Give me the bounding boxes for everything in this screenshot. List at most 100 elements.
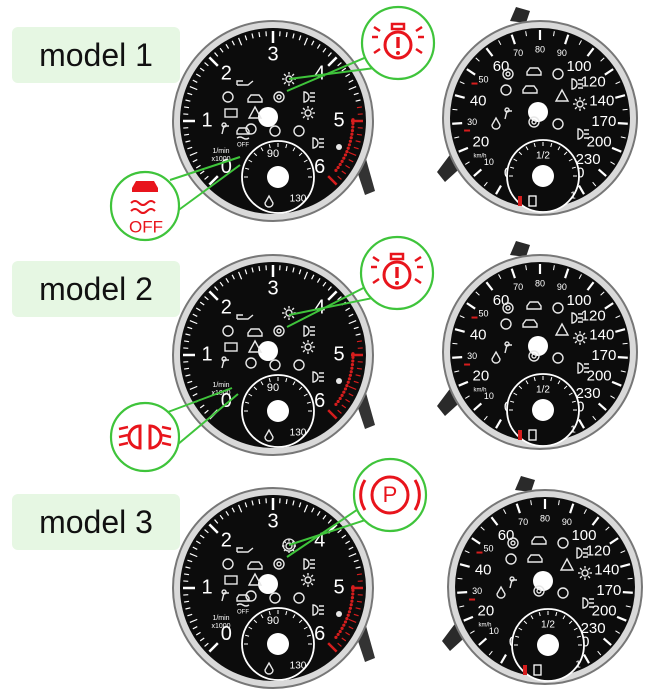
tick-mark — [285, 32, 288, 38]
speed-number: 50 — [478, 75, 488, 85]
callout-line — [286, 286, 366, 328]
tick-mark — [238, 37, 243, 46]
tacho-number: 3 — [267, 43, 278, 65]
tick-mark — [510, 268, 516, 279]
tick-mark — [348, 159, 354, 163]
sun-icon — [283, 73, 287, 77]
speed-number: 170 — [591, 347, 616, 364]
tick-mark — [337, 529, 342, 534]
tick-mark — [550, 143, 553, 148]
redline-dot — [347, 143, 351, 147]
tick-mark — [189, 320, 198, 325]
redline-dot — [347, 610, 351, 614]
seatbelt-icon — [221, 122, 229, 135]
tick-mark — [185, 99, 191, 102]
sun-icon — [582, 106, 586, 110]
tick-mark — [268, 611, 271, 616]
indicator-icon — [500, 84, 512, 96]
fuel-red-mark — [523, 665, 527, 675]
tick-mark — [322, 47, 327, 53]
indicator-icon — [245, 590, 257, 602]
tick-mark — [553, 31, 555, 37]
tick-mark — [292, 614, 296, 619]
speed-number: 90 — [562, 517, 572, 527]
tick-mark — [525, 380, 529, 385]
tick-mark — [195, 73, 201, 78]
redline-dot — [342, 156, 346, 160]
tick-mark — [231, 507, 235, 513]
tick-mark — [292, 500, 295, 506]
indicator-icon — [505, 71, 511, 77]
tick-mark — [353, 92, 359, 96]
tick-mark — [187, 146, 193, 150]
indicator-icon — [552, 118, 564, 130]
tick-mark — [184, 600, 190, 603]
tick-mark — [616, 615, 627, 622]
indicator-icon — [245, 123, 257, 135]
tick-mark — [185, 374, 191, 377]
redline-dot — [351, 121, 355, 125]
indicator-icon — [293, 359, 305, 371]
tick-mark — [195, 164, 201, 169]
tick-mark — [348, 86, 357, 91]
tick-mark — [356, 367, 362, 370]
esc-off-small-label: OFF — [237, 610, 249, 616]
tick-mark — [260, 381, 264, 386]
tick-mark — [555, 612, 558, 617]
tick-mark — [558, 500, 560, 506]
tick-mark — [475, 57, 480, 62]
fuel-half-label: 1/2 — [541, 620, 555, 631]
tick-mark — [258, 499, 261, 505]
tick-mark — [298, 269, 302, 275]
tick-mark — [208, 523, 219, 534]
speed-number: 90 — [557, 48, 567, 58]
sun-icon — [310, 349, 314, 353]
tick-mark — [337, 409, 342, 414]
tick-mark — [530, 500, 532, 506]
indicator-icon — [293, 125, 305, 137]
redline-dot — [346, 146, 350, 150]
tick-mark — [615, 328, 626, 333]
tacho-number: 2 — [221, 530, 232, 552]
tick-mark — [327, 519, 332, 524]
sun-icon — [576, 334, 584, 342]
indicator-icon — [264, 194, 274, 208]
indicator-icon — [273, 325, 285, 337]
indicator-icon — [269, 359, 281, 371]
brake-warning-icon — [395, 281, 399, 285]
tick-mark — [510, 166, 515, 169]
sun-icon — [302, 107, 306, 111]
tick-mark — [353, 559, 359, 563]
tick-mark — [345, 164, 351, 169]
tick-mark — [292, 147, 296, 152]
headlight-icon — [303, 325, 315, 337]
sun-icon — [304, 109, 312, 117]
brake-warning-icon — [383, 30, 413, 60]
indicator-icon — [510, 540, 516, 546]
tick-mark — [604, 302, 614, 310]
tacho-number: 0 — [221, 623, 232, 645]
callout-line — [288, 519, 366, 546]
tick-mark — [473, 402, 483, 411]
tick-mark — [214, 52, 219, 57]
headlight-icon — [312, 604, 324, 616]
tick-mark — [225, 43, 230, 49]
sun-icon — [302, 574, 306, 578]
sun-icon — [302, 582, 306, 586]
tick-mark — [185, 607, 191, 610]
indicator-icon — [500, 318, 512, 330]
tick-mark — [327, 290, 338, 301]
tick-mark — [285, 499, 288, 505]
speed-number: 20 — [473, 367, 490, 384]
temp-label-90: 90 — [267, 615, 279, 627]
tick-mark — [459, 81, 465, 85]
tick-mark — [322, 281, 327, 287]
gauge-bracket — [510, 241, 530, 257]
speed-number: 200 — [592, 602, 617, 619]
speed-number: 80 — [535, 278, 545, 288]
tick-mark — [583, 653, 590, 664]
tick-mark — [260, 614, 264, 619]
